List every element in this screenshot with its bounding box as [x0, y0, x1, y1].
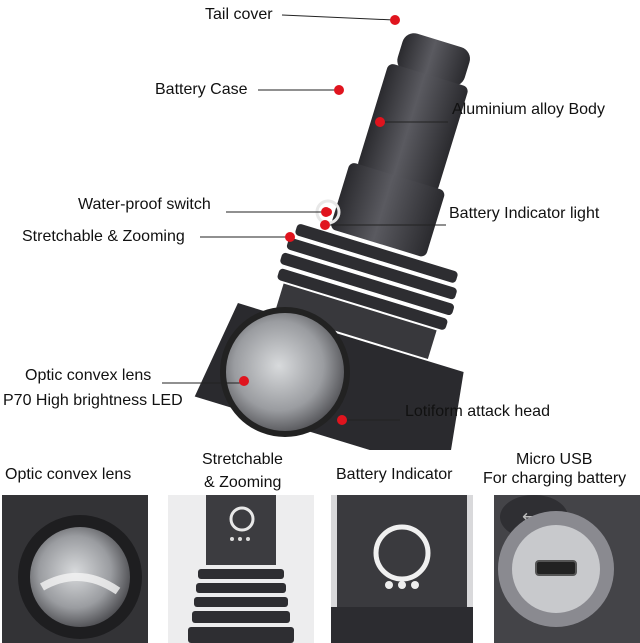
panel-lens-photo — [2, 495, 148, 643]
panel-caption-lens: Optic convex lens — [5, 466, 132, 483]
label-tail-cover: Tail cover — [205, 6, 273, 23]
panel-caption-indicator: Battery Indicator — [336, 466, 453, 483]
label-waterproof-switch: Water-proof switch — [78, 196, 211, 213]
label-lotiform-head: Lotiform attack head — [405, 403, 550, 420]
panel-caption-zoom-2: & Zooming — [204, 474, 282, 491]
leader-lines — [162, 14, 448, 421]
label-high-brightness-led: P70 High brightness LED — [3, 392, 183, 409]
panel-caption-zoom-1: Stretchable — [202, 451, 283, 468]
tube-grip — [331, 163, 445, 257]
label-battery-indicator-light: Battery Indicator light — [449, 205, 600, 222]
label-stretchable-zooming: Stretchable & Zooming — [22, 228, 185, 245]
panel-indicator-photo — [331, 495, 473, 643]
panel-zoom-photo — [168, 495, 314, 643]
flashlight-illustration — [162, 14, 470, 450]
label-aluminium-body: Aluminium alloy Body — [452, 101, 605, 118]
head-neck — [274, 283, 437, 360]
panel-caption-usb-1: Micro USB — [516, 451, 593, 468]
callout-markers — [239, 15, 400, 425]
cooling-fins — [277, 224, 458, 330]
panel-caption-usb-2: For charging battery — [483, 470, 627, 487]
panel-usb-photo: ⇆ — [494, 495, 640, 643]
lens-glass — [220, 307, 350, 437]
tube-upper — [358, 64, 468, 191]
label-optic-lens: Optic convex lens — [25, 367, 152, 384]
label-battery-case: Battery Case — [155, 81, 248, 98]
